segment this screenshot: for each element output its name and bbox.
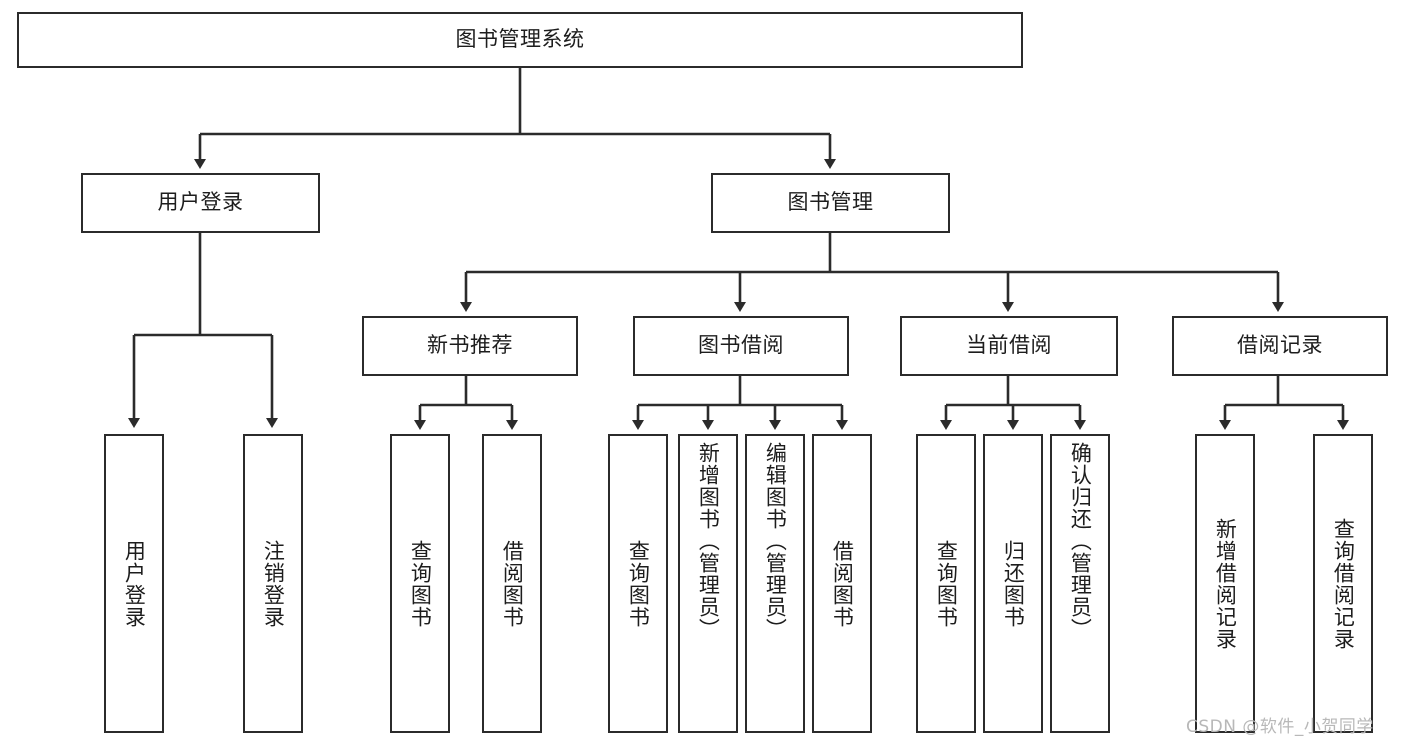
- node-current-borrow[interactable]: 当前借阅: [900, 316, 1118, 376]
- node-leaf-query-book-1[interactable]: 查询图书: [390, 434, 450, 733]
- node-new-book-recommend-label: 新书推荐: [427, 333, 513, 358]
- node-leaf-add-book-label: 新增图书（管理员）: [696, 442, 721, 640]
- node-book-manage[interactable]: 图书管理: [711, 173, 950, 233]
- node-leaf-return-book[interactable]: 归还图书: [983, 434, 1043, 733]
- node-leaf-query-book-1-label: 查询图书: [408, 539, 433, 628]
- node-root[interactable]: 图书管理系统: [17, 12, 1023, 68]
- node-book-manage-label: 图书管理: [787, 190, 874, 215]
- node-leaf-borrow-book-1-label: 借阅图书: [500, 539, 525, 628]
- node-leaf-add-record-label: 新增借阅记录: [1213, 517, 1238, 650]
- node-leaf-user-login[interactable]: 用户登录: [104, 434, 164, 733]
- node-current-borrow-label: 当前借阅: [966, 333, 1052, 358]
- node-leaf-logout-label: 注销登录: [261, 539, 286, 628]
- node-leaf-borrow-book-2-label: 借阅图书: [830, 539, 855, 628]
- node-leaf-add-book[interactable]: 新增图书（管理员）: [678, 434, 738, 733]
- node-leaf-query-book-2-label: 查询图书: [626, 539, 651, 628]
- node-borrow-record-label: 借阅记录: [1237, 333, 1323, 358]
- node-leaf-edit-book-label: 编辑图书（管理员）: [763, 442, 788, 640]
- node-leaf-query-record-label: 查询借阅记录: [1331, 517, 1356, 650]
- node-leaf-confirm-return[interactable]: 确认归还（管理员）: [1050, 434, 1110, 733]
- node-leaf-query-book-3-label: 查询图书: [934, 539, 959, 628]
- node-leaf-borrow-book-1[interactable]: 借阅图书: [482, 434, 542, 733]
- node-leaf-logout[interactable]: 注销登录: [243, 434, 303, 733]
- node-root-label: 图书管理系统: [455, 27, 585, 52]
- node-user-login[interactable]: 用户登录: [81, 173, 320, 233]
- node-new-book-recommend[interactable]: 新书推荐: [362, 316, 578, 376]
- node-borrow-record[interactable]: 借阅记录: [1172, 316, 1388, 376]
- node-leaf-add-record[interactable]: 新增借阅记录: [1195, 434, 1255, 733]
- node-leaf-return-book-label: 归还图书: [1001, 539, 1026, 628]
- node-book-borrow[interactable]: 图书借阅: [633, 316, 849, 376]
- watermark-text: CSDN @软件_小贺同学: [1186, 717, 1374, 737]
- node-leaf-query-record[interactable]: 查询借阅记录: [1313, 434, 1373, 733]
- node-leaf-query-book-2[interactable]: 查询图书: [608, 434, 668, 733]
- node-book-borrow-label: 图书借阅: [698, 333, 784, 358]
- node-leaf-edit-book[interactable]: 编辑图书（管理员）: [745, 434, 805, 733]
- node-leaf-confirm-return-label: 确认归还（管理员）: [1068, 442, 1093, 640]
- node-leaf-user-login-label: 用户登录: [122, 539, 147, 628]
- node-leaf-query-book-3[interactable]: 查询图书: [916, 434, 976, 733]
- node-leaf-borrow-book-2[interactable]: 借阅图书: [812, 434, 872, 733]
- node-user-login-label: 用户登录: [157, 190, 244, 215]
